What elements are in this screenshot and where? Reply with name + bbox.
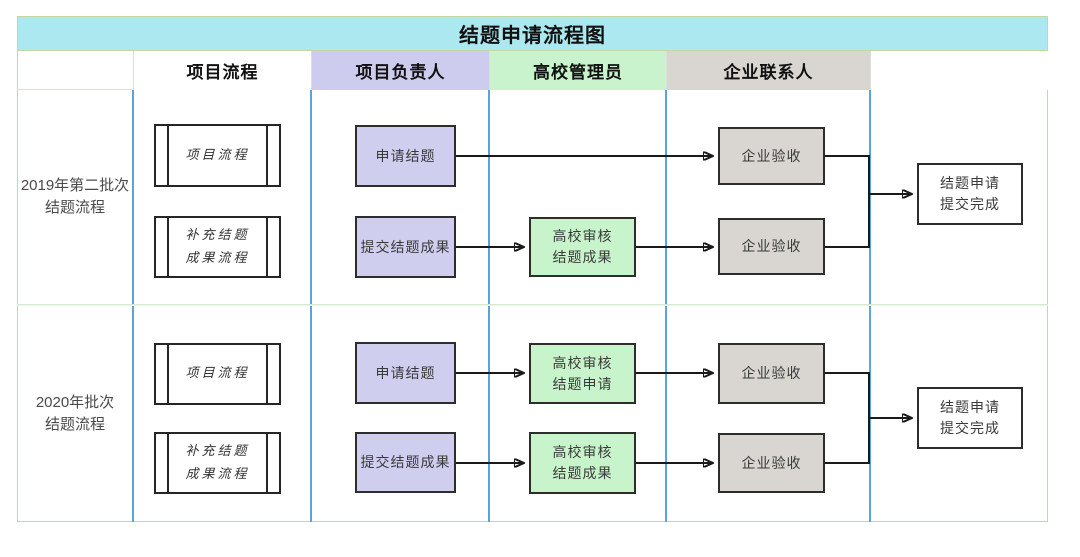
header-row: 项目流程 项目负责人 高校管理员 企业联系人: [17, 51, 1048, 90]
column-divider: [869, 90, 871, 522]
column-divider: [132, 90, 134, 522]
column-divider: [488, 90, 490, 522]
node-submit-results-2019: 提交结题成果: [355, 216, 456, 278]
column-divider: [665, 90, 667, 522]
node-submit-results-2020: 提交结题成果: [355, 432, 456, 493]
predefined-process-supplement-2020: 补充结题 成果流程: [154, 432, 281, 494]
node-apply-conclusion-2020: 申请结题: [355, 342, 456, 404]
node-apply-conclusion-2019: 申请结题: [355, 125, 456, 187]
page-title: 结题申请流程图: [17, 16, 1048, 51]
header-cell-project-owner: 项目负责人: [311, 51, 489, 90]
header-cell-company-contact: 企业联系人: [666, 51, 870, 90]
predefined-process-supplement-2019: 补充结题 成果流程: [154, 216, 281, 278]
node-university-review-application-2020: 高校审核 结题申请: [529, 343, 636, 404]
node-submission-complete-2020: 结题申请 提交完成: [917, 387, 1023, 449]
column-divider: [310, 90, 312, 522]
node-university-review-results-2020: 高校审核 结题成果: [529, 432, 636, 494]
predefined-process-project-flow-2020: 项目流程: [154, 343, 281, 405]
node-company-acceptance-2020-bottom: 企业验收: [718, 433, 825, 493]
header-cell-project-flow: 项目流程: [133, 51, 311, 90]
lane-divider: [17, 304, 1048, 305]
lane-label-2020: 2020年批次 结题流程: [35, 393, 115, 433]
header-cell-university-admin: 高校管理员: [489, 51, 666, 90]
node-company-acceptance-2019-top: 企业验收: [718, 127, 825, 185]
node-company-acceptance-2020-top: 企业验收: [718, 343, 825, 404]
predefined-process-project-flow-2019: 项目流程: [154, 124, 281, 187]
node-submission-complete-2019: 结题申请 提交完成: [917, 163, 1023, 225]
node-university-review-results-2019: 高校审核 结题成果: [529, 217, 636, 277]
header-cell-empty: [870, 51, 1048, 90]
lane-label-2019: 2019年第二批次 结题流程: [20, 177, 130, 216]
node-company-acceptance-2019-bottom: 企业验收: [718, 218, 825, 275]
